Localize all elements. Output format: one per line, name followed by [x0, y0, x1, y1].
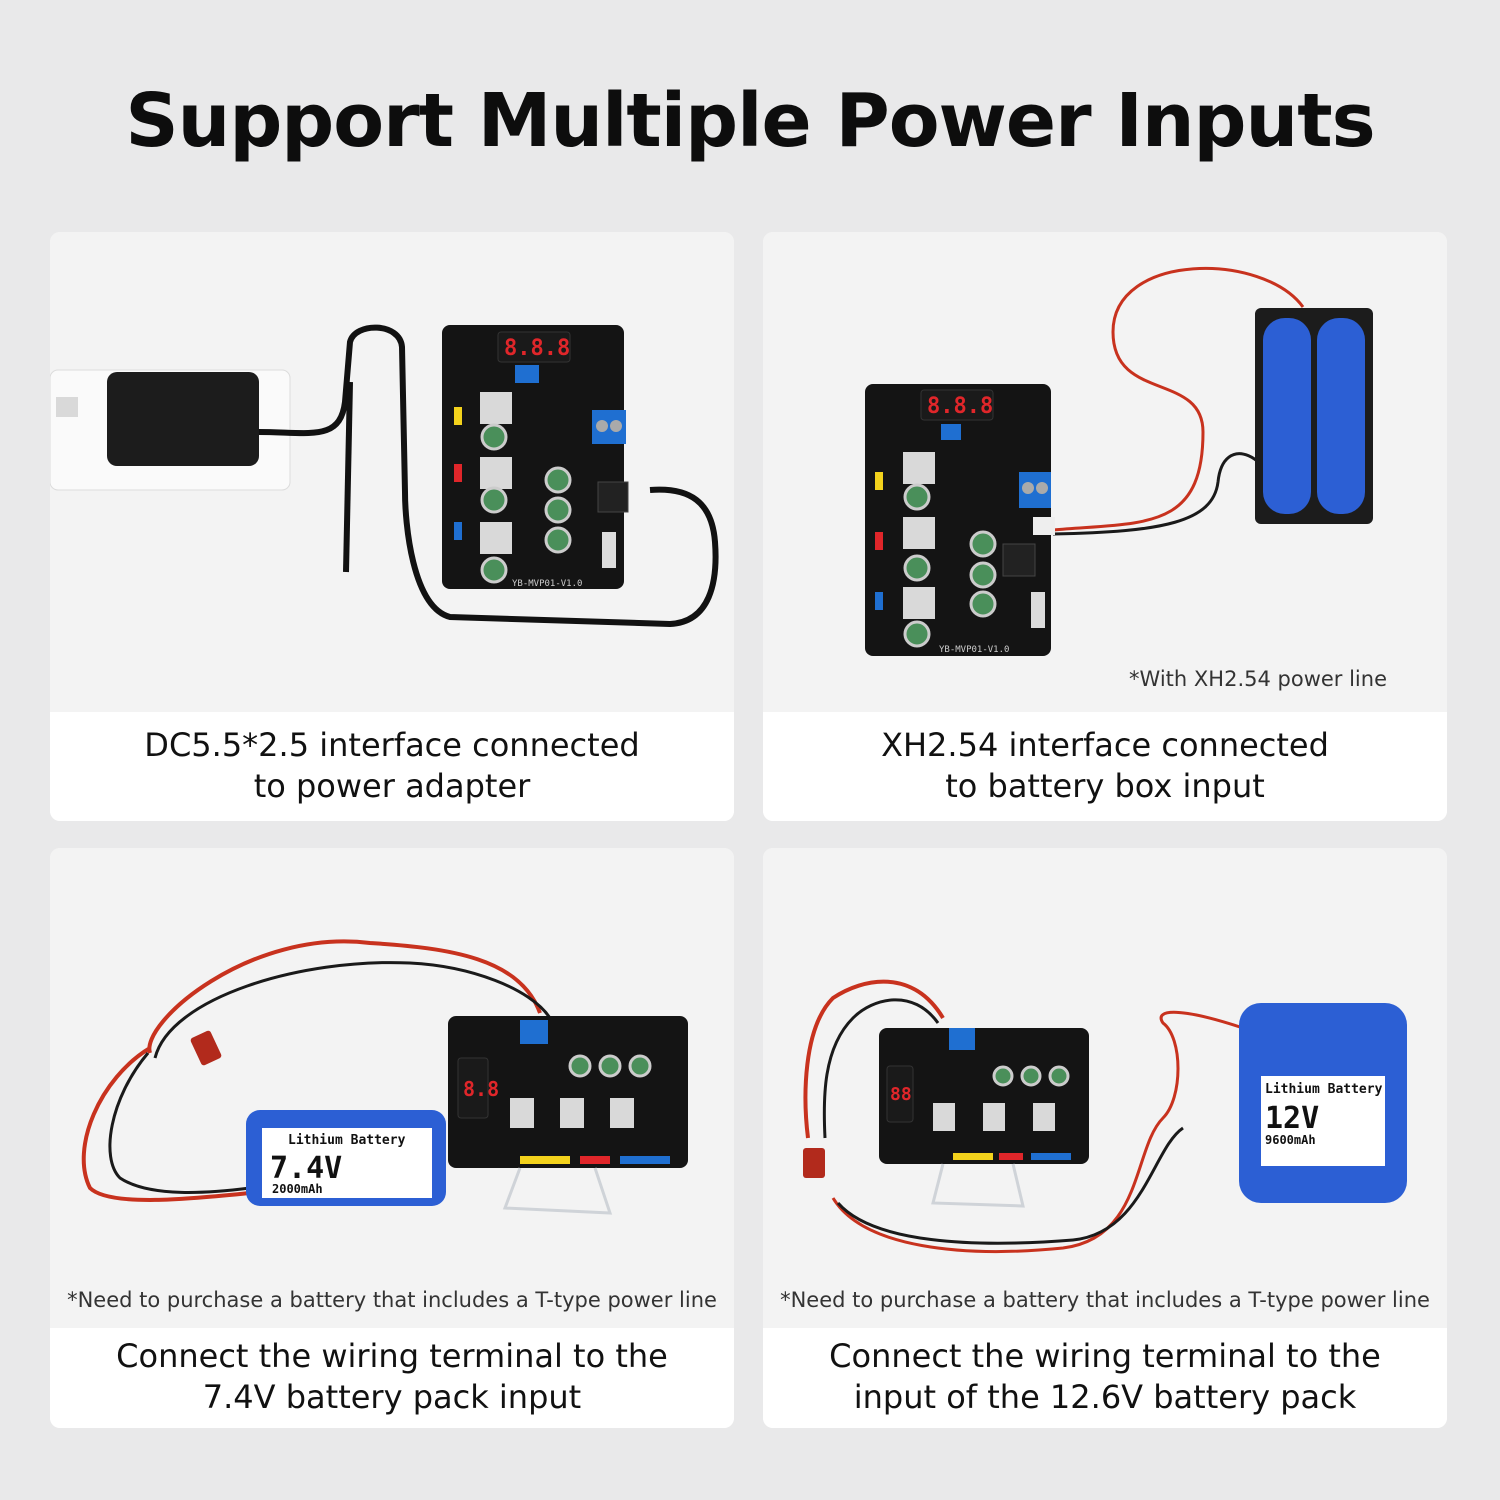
- card-battery-box: 8.8.8 YB-MVP01-V1.0 *With XH2.54 power l…: [763, 232, 1447, 821]
- svg-text:88: 88: [890, 1084, 912, 1105]
- svg-text:12V: 12V: [1265, 1101, 1319, 1136]
- card-caption: XH2.54 interface connected to battery bo…: [763, 725, 1447, 807]
- footnote: *Need to purchase a battery that include…: [67, 1288, 717, 1312]
- card-caption: Connect the wiring terminal to the input…: [763, 1336, 1447, 1418]
- battery-7v4-photo: Lithium Battery 7.4V 2000mAh 8.8: [50, 848, 734, 1328]
- caption-area: [50, 1328, 734, 1428]
- screw-terminal: [949, 1028, 975, 1050]
- caption-line-2: input of the 12.6V battery pack: [853, 1378, 1357, 1416]
- svg-text:8.8.8: 8.8.8: [504, 336, 570, 361]
- caption-area: [50, 712, 734, 821]
- svg-text:8.8: 8.8: [463, 1077, 499, 1101]
- card-12v6-battery: 88 Lithium Battery 12V 9600mAh *Need to …: [763, 848, 1447, 1428]
- caption-line-2: to power adapter: [253, 767, 531, 805]
- t-type-connector: [190, 1030, 222, 1066]
- screw-terminal: [520, 1020, 548, 1044]
- svg-text:YB-MVP01-V1.0: YB-MVP01-V1.0: [939, 645, 1009, 655]
- caption-line-1: Connect the wiring terminal to the: [116, 1337, 668, 1375]
- power-adapter-photo: 8.8.8 YB-MVP01-V1.0: [50, 232, 734, 712]
- power-module-board: [448, 1016, 688, 1168]
- battery-12v6-photo: 88 Lithium Battery 12V 9600mAh: [763, 848, 1447, 1328]
- battery-cell: [1263, 318, 1311, 514]
- page-title: Support Multiple Power Inputs: [125, 78, 1375, 164]
- caption-line-2: 7.4V battery pack input: [202, 1378, 582, 1416]
- power-module-board: [442, 325, 624, 589]
- card-power-adapter: 8.8.8 YB-MVP01-V1.0 DC5.5*2.5 interface …: [50, 232, 734, 821]
- caption-line-1: Connect the wiring terminal to the: [829, 1337, 1381, 1375]
- svg-text:8.8.8: 8.8.8: [927, 394, 993, 419]
- card-caption: DC5.5*2.5 interface connected to power a…: [50, 725, 734, 807]
- svg-text:YB-MVP01-V1.0: YB-MVP01-V1.0: [512, 579, 582, 589]
- card-caption: Connect the wiring terminal to the 7.4V …: [50, 1336, 734, 1418]
- caption-line-1: DC5.5*2.5 interface connected: [144, 726, 640, 764]
- t-type-connector: [803, 1148, 825, 1178]
- svg-text:2000mAh: 2000mAh: [272, 1182, 323, 1196]
- acrylic-stand: [502, 1167, 613, 1215]
- svg-text:Lithium Battery: Lithium Battery: [288, 1133, 406, 1148]
- caption-line-1: XH2.54 interface connected: [881, 726, 1329, 764]
- dc-barrel-jack: [597, 481, 629, 513]
- xh254-connector: [1033, 517, 1055, 535]
- acrylic-stand: [931, 1163, 1025, 1208]
- battery-cell: [1317, 318, 1365, 514]
- ac-dc-adapter: [107, 372, 259, 466]
- caption-area: [763, 1328, 1447, 1428]
- caption-line-2: to battery box input: [945, 767, 1265, 805]
- svg-text:7.4V: 7.4V: [270, 1151, 342, 1186]
- footnote: *Need to purchase a battery that include…: [780, 1288, 1430, 1312]
- svg-text:9600mAh: 9600mAh: [1265, 1133, 1316, 1147]
- svg-text:Lithium Battery: Lithium Battery: [1265, 1082, 1383, 1097]
- power-switch: [1031, 592, 1045, 628]
- power-switch: [602, 532, 616, 568]
- footnote: *With XH2.54 power line: [1129, 667, 1387, 691]
- caption-area: [763, 712, 1447, 821]
- card-7v4-battery: Lithium Battery 7.4V 2000mAh 8.8 *Need t…: [50, 848, 734, 1428]
- battery-box-photo: 8.8.8 YB-MVP01-V1.0: [763, 232, 1447, 712]
